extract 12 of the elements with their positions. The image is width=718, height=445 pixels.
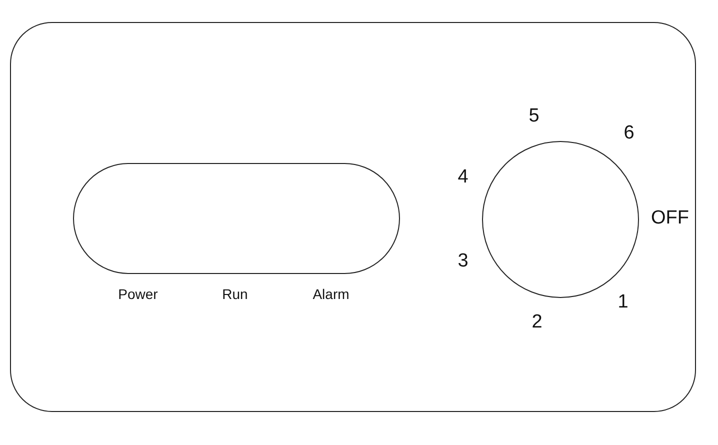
dial-number: 2 <box>532 312 542 332</box>
indicator-window <box>73 163 400 274</box>
dial-number: 1 <box>618 292 628 312</box>
indicator-label: Run <box>222 287 248 301</box>
indicator-label: Alarm <box>312 287 350 301</box>
dial-number: 6 <box>624 124 634 142</box>
dial-number: 5 <box>528 106 540 126</box>
dial-number: 4 <box>458 168 468 186</box>
indicator-label: Power <box>118 287 158 301</box>
dial-off-label: OFF <box>651 208 689 228</box>
dial-number: 3 <box>458 252 468 270</box>
panel-outline <box>10 22 696 412</box>
